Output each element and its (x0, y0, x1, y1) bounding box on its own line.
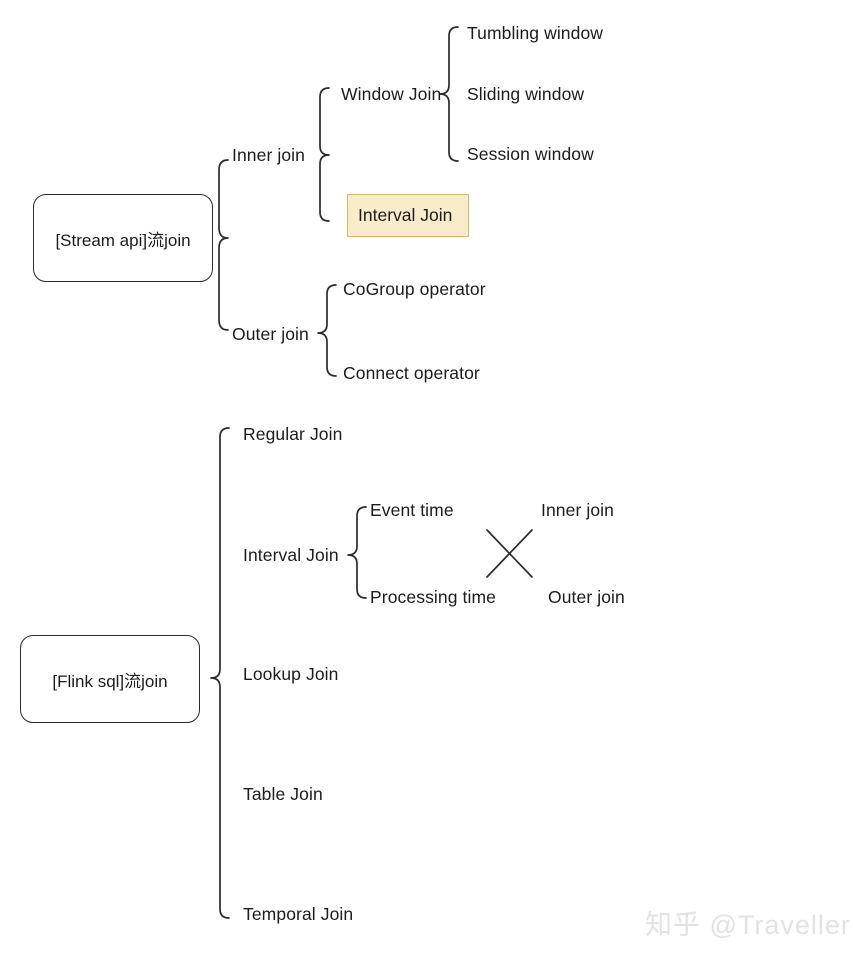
brace-window-join (439, 26, 459, 162)
watermark-text: 知乎 @Traveller (645, 910, 851, 940)
node-processing-time[interactable]: Processing time (370, 587, 496, 607)
watermark: 知乎 @Traveller (645, 903, 851, 942)
root-node-flink-sql[interactable]: [Flink sql]流join (20, 635, 200, 723)
node-outer-join[interactable]: Outer join (232, 324, 309, 344)
root-node-flink-sql-label: [Flink sql]流join (52, 671, 168, 691)
root-node-stream-api-label: [Stream api]流join (55, 230, 191, 250)
node-event-time[interactable]: Event time (370, 500, 454, 520)
node-temporal-join[interactable]: Temporal Join (243, 904, 354, 924)
node-window-join-label: Window Join (341, 84, 442, 104)
node-sliding-window[interactable]: Sliding window (467, 84, 585, 104)
node-outer-join-label: Outer join (232, 324, 309, 344)
brace-inner-join (319, 87, 330, 222)
root-node-stream-api[interactable]: [Stream api]流join (33, 194, 213, 282)
node-interval-join-label: Interval Join (358, 205, 453, 225)
node-regular-join-label: Regular Join (243, 424, 343, 444)
node-sql-inner-join-label: Inner join (541, 500, 614, 520)
node-sql-interval-join-label: Interval Join (243, 545, 339, 565)
node-temporal-join-label: Temporal Join (243, 904, 354, 924)
node-sql-inner-join[interactable]: Inner join (541, 500, 614, 520)
node-sliding-window-label: Sliding window (467, 84, 585, 104)
node-inner-join-label: Inner join (232, 145, 305, 165)
brace-outer-join (317, 284, 337, 377)
node-connect-operator[interactable]: Connect operator (343, 363, 480, 383)
node-connect-operator-label: Connect operator (343, 363, 480, 383)
node-cogroup-operator-label: CoGroup operator (343, 279, 486, 299)
brace-streamapi-root (218, 159, 229, 331)
node-processing-time-label: Processing time (370, 587, 496, 607)
node-sql-outer-join[interactable]: Outer join (548, 587, 625, 607)
brace-flinksql-root (210, 427, 230, 919)
node-interval-join-highlighted[interactable]: Interval Join (347, 194, 469, 237)
x-cross-icon-2 (486, 529, 533, 578)
node-tumbling-window[interactable]: Tumbling window (467, 23, 604, 43)
node-sql-outer-join-label: Outer join (548, 587, 625, 607)
node-table-join[interactable]: Table Join (243, 784, 323, 804)
node-session-window-label: Session window (467, 144, 594, 164)
x-cross-icon (486, 529, 533, 578)
node-cogroup-operator[interactable]: CoGroup operator (343, 279, 486, 299)
node-inner-join[interactable]: Inner join (232, 145, 305, 165)
brace-sql-interval-join (347, 506, 367, 599)
node-table-join-label: Table Join (243, 784, 323, 804)
node-regular-join[interactable]: Regular Join (243, 424, 343, 444)
node-tumbling-window-label: Tumbling window (467, 23, 604, 43)
node-window-join[interactable]: Window Join (341, 84, 442, 104)
node-session-window[interactable]: Session window (467, 144, 594, 164)
node-sql-interval-join[interactable]: Interval Join (243, 545, 339, 565)
node-lookup-join[interactable]: Lookup Join (243, 664, 339, 684)
node-lookup-join-label: Lookup Join (243, 664, 339, 684)
node-event-time-label: Event time (370, 500, 454, 520)
